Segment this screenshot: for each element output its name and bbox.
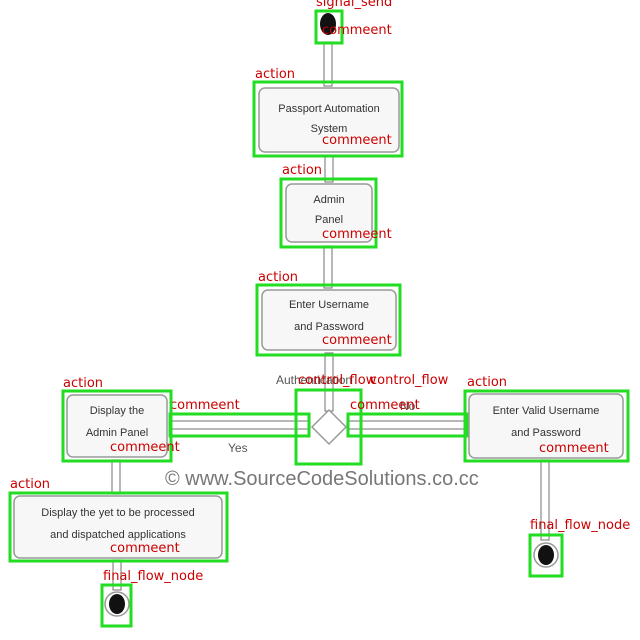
decision-diamond: [310, 408, 348, 446]
action-enter-valid-text-1: Enter Valid Username: [493, 405, 600, 417]
flow-right-box: [346, 412, 469, 438]
final-node-left: final_flow_node: [100, 569, 203, 628]
final-node-right: final_flow_node: [528, 518, 630, 578]
flow-decision-to-display-admin: [169, 420, 311, 430]
action-display-admin-shape: [66, 394, 168, 458]
initial-node: signal_send commeent: [314, 0, 392, 45]
action-enter-valid-label: action: [467, 375, 507, 390]
action-enter-username-text-1: Enter Username: [289, 299, 369, 311]
action-admin-panel-label: action: [282, 163, 322, 178]
initial-node-box: [314, 9, 344, 45]
final-node-right-dot: [538, 545, 554, 565]
action-display-yet-text-1: Display the yet to be processed: [41, 507, 194, 519]
flow-decision-to-enter-valid: [346, 420, 468, 430]
action-enter-valid-box: [463, 389, 630, 463]
comment-label-initial: commeent: [322, 23, 392, 38]
flow-initial-to-passport: [323, 41, 333, 87]
action-display-admin-label: action: [63, 376, 103, 391]
action-enter-username-text-2: and Password: [294, 321, 364, 333]
action-admin-panel-text-2: Panel: [315, 214, 343, 226]
decision-node-box: [294, 388, 363, 466]
comment-label-display-admin: commeent: [110, 440, 180, 455]
action-enter-username-label: action: [258, 270, 298, 285]
decision-label-control-flow-1: control_flow: [298, 373, 377, 388]
action-admin-panel-shape: [285, 183, 373, 243]
flow-display-admin-to-display-yet: [111, 459, 121, 495]
watermark-text: © www.SourceCodeSolutions.co.cc: [165, 468, 479, 490]
action-enter-valid-text-2: and Password: [511, 427, 581, 439]
flow-admin-to-username: [323, 245, 333, 289]
action-passport-text-2: System: [311, 123, 348, 135]
action-display-admin-text-1: Display the: [90, 405, 144, 417]
decision-node: Authentication control_flow control_flow…: [228, 373, 449, 466]
action-enter-valid: Enter Valid Username and Password action…: [463, 375, 630, 463]
action-admin-panel-text-1: Admin: [313, 194, 344, 206]
action-passport-label: action: [255, 67, 295, 82]
action-admin-panel: Admin Panel action commeent: [279, 163, 392, 249]
action-display-yet: Display the yet to be processed and disp…: [8, 477, 229, 563]
action-enter-username-shape: [261, 289, 397, 351]
comment-label-display-yet: commeent: [110, 541, 180, 556]
action-enter-username-box: [255, 283, 402, 357]
action-display-yet-box: [8, 491, 229, 563]
action-display-admin-text-2: Admin Panel: [86, 427, 148, 439]
comment-label-right: commeent: [350, 398, 420, 413]
action-display-admin-box: [61, 389, 173, 463]
decision-label-control-flow-2: control_flow: [370, 373, 449, 388]
action-display-yet-label: action: [10, 477, 50, 492]
comment-label-passport: commeent: [322, 133, 392, 148]
action-passport-shape: [258, 87, 400, 153]
action-admin-panel-box: [279, 177, 378, 249]
action-passport-text-1: Passport Automation: [278, 103, 380, 115]
action-enter-username: Enter Username and Password action comme…: [255, 270, 402, 357]
comment-label-username: commeent: [322, 333, 392, 348]
final-node-right-label: final_flow_node: [530, 518, 630, 533]
decision-label-authentication: Authentication: [276, 373, 352, 387]
initial-node-dot: [320, 13, 336, 35]
final-node-left-dot: [109, 594, 125, 614]
action-display-admin: Display the Admin Panel action commeent: [61, 376, 180, 463]
flow-no-label: No: [400, 399, 416, 413]
comment-label-admin: commeent: [322, 227, 392, 242]
initial-node-label: signal_send: [316, 0, 392, 10]
action-enter-valid-shape: [468, 393, 624, 459]
flow-yes-label: Yes: [228, 441, 248, 455]
comment-label-enter-valid: commeent: [539, 441, 609, 456]
action-passport: Passport Automation System action commee…: [252, 67, 404, 158]
action-passport-box: [252, 80, 404, 158]
comment-label-left: commeent: [170, 398, 240, 413]
final-node-left-box: [100, 583, 133, 628]
final-node-right-box: [528, 533, 564, 578]
action-display-yet-shape: [13, 495, 223, 559]
action-display-yet-text-2: and dispatched applications: [50, 529, 186, 541]
final-node-left-label: final_flow_node: [103, 569, 203, 584]
